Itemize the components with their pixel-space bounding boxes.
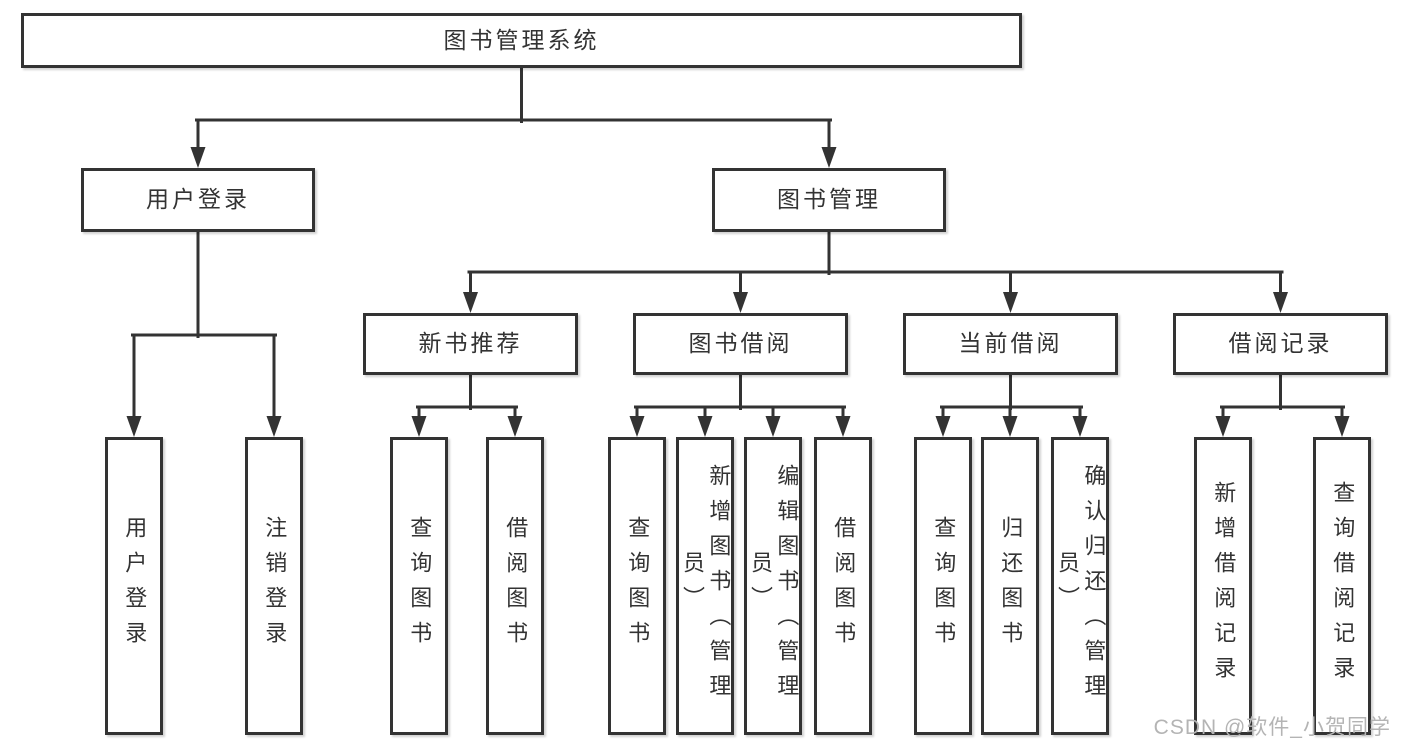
leaf-user-login: 用户登录 — [105, 437, 163, 735]
leaf-query-books-recommend: 查询图书 — [390, 437, 448, 735]
leaf-confirm-return-admin: 确认归还（管理员） — [1051, 437, 1109, 735]
leaf-logout: 注销登录 — [245, 437, 303, 735]
leaf-borrow-books-recommend: 借阅图书 — [486, 437, 544, 735]
node-book-borrowing: 图书借阅 — [633, 313, 848, 375]
node-library-system: 图书管理系统 — [21, 13, 1022, 68]
leaf-add-borrow-record: 新增借阅记录 — [1194, 437, 1252, 735]
leaf-query-books-current: 查询图书 — [914, 437, 972, 735]
node-borrow-records: 借阅记录 — [1173, 313, 1388, 375]
leaf-add-book-admin: 新增图书（管理员） — [676, 437, 734, 735]
node-current-borrowing: 当前借阅 — [903, 313, 1118, 375]
leaf-query-books-borrowing: 查询图书 — [608, 437, 666, 735]
leaf-borrow-books: 借阅图书 — [814, 437, 872, 735]
node-new-book-recommend: 新书推荐 — [363, 313, 578, 375]
node-book-management: 图书管理 — [712, 168, 946, 232]
leaf-edit-book-admin: 编辑图书（管理员） — [744, 437, 802, 735]
node-user-login: 用户登录 — [81, 168, 315, 232]
leaf-return-books: 归还图书 — [981, 437, 1039, 735]
leaf-query-borrow-record: 查询借阅记录 — [1313, 437, 1371, 735]
